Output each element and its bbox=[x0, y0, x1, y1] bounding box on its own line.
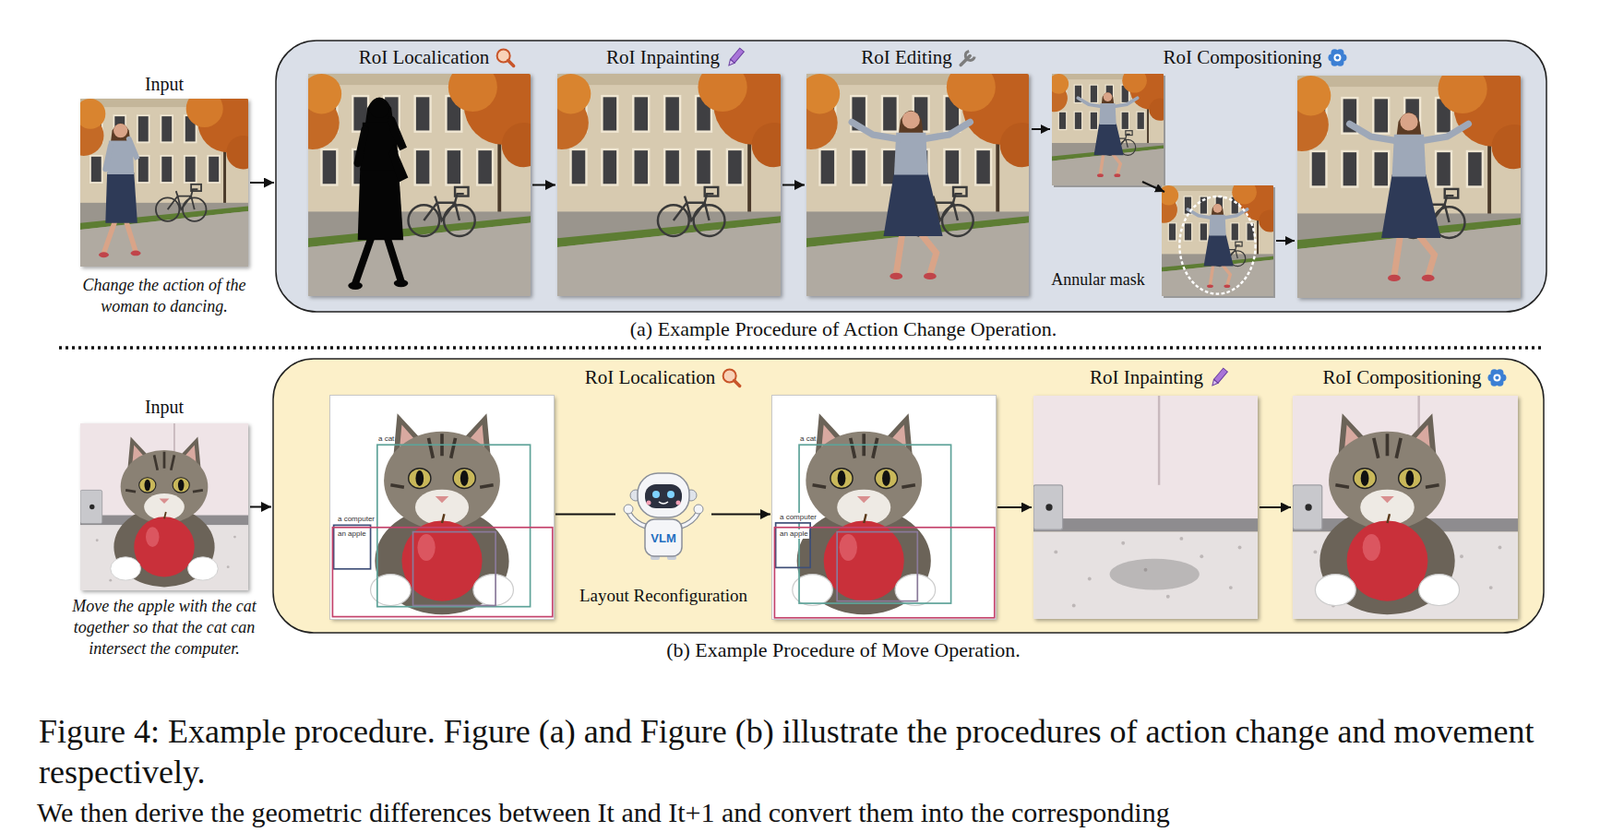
instruction-text: Change the action of the woman to dancin… bbox=[83, 275, 247, 316]
stage-image: RoI Inpainting bbox=[557, 73, 781, 297]
stage-title: RoI Inpainting bbox=[1089, 366, 1204, 390]
vlm-robot: RoI LocalicationVLMLayout Reconfiguratio… bbox=[617, 465, 710, 563]
box-label-holder: an apple bbox=[778, 529, 810, 539]
mag-icon bbox=[719, 366, 742, 389]
box-label: an apple bbox=[337, 529, 367, 538]
stage-heading: RoI Editing bbox=[860, 46, 980, 70]
body-text: We then derive the geometric differences… bbox=[36, 797, 1171, 829]
stage-title: RoI Localication bbox=[358, 46, 490, 70]
composite-thumbnail bbox=[1150, 179, 1282, 297]
crayon-icon bbox=[724, 46, 747, 69]
operation-panel: RoI LocalicationRoI InpaintingRoI Editin… bbox=[275, 40, 1547, 312]
flow-arrow bbox=[1031, 128, 1051, 131]
flow-arrow bbox=[250, 181, 275, 184]
text-holder: (b) Example Procedure of Move Operation. bbox=[666, 638, 1021, 663]
stage-heading: RoI Localication bbox=[585, 366, 743, 390]
flow-arrow bbox=[1142, 181, 1165, 192]
stage-heading: RoI Inpainting bbox=[606, 46, 747, 70]
scene-illustration bbox=[330, 395, 554, 620]
gear-icon bbox=[1326, 46, 1350, 69]
stage-image: RoI Compositioning bbox=[1297, 75, 1521, 299]
input-heading: Input bbox=[144, 73, 184, 96]
stage-image: RoI Editing bbox=[806, 73, 1029, 297]
text-holder: Input bbox=[144, 73, 184, 96]
crayon-icon bbox=[1207, 366, 1230, 389]
stage-title: RoI Compositioning bbox=[1322, 366, 1481, 390]
stage-heading: RoI Localication bbox=[358, 46, 517, 70]
composite-thumbnail bbox=[1040, 68, 1172, 186]
gear-icon bbox=[1486, 366, 1509, 389]
box-label-holder: an apple bbox=[336, 529, 368, 539]
scene-illustration bbox=[806, 73, 1029, 297]
text-holder: Layout Reconfiguration bbox=[579, 585, 748, 607]
robot-illustration bbox=[617, 465, 710, 563]
panel-caption: (a) Example Procedure of Action Change O… bbox=[630, 317, 1057, 342]
wrench-icon bbox=[956, 46, 980, 69]
box-label-holder: a computer bbox=[336, 514, 376, 525]
dotted-separator bbox=[59, 346, 1541, 350]
text-holder: Input bbox=[144, 396, 184, 418]
stage-image: RoI Localication bbox=[308, 73, 531, 297]
text-holder: (a) Example Procedure of Action Change O… bbox=[630, 317, 1057, 342]
scene-illustration bbox=[1292, 395, 1518, 620]
stage-heading: RoI Compositioning bbox=[1162, 46, 1349, 70]
panel-shape bbox=[273, 358, 1544, 633]
box-label: an apple bbox=[779, 529, 809, 538]
mag-icon bbox=[493, 46, 516, 69]
instruction-text: Move the apple with the cat together so … bbox=[71, 597, 256, 658]
flow-arrow bbox=[782, 184, 805, 187]
stage-title: RoI Compositioning bbox=[1162, 46, 1322, 70]
scene-illustration bbox=[1297, 75, 1521, 299]
flow-arrow bbox=[997, 506, 1032, 509]
stage-title: RoI Localication bbox=[585, 366, 717, 390]
stage-title: RoI Inpainting bbox=[606, 46, 720, 70]
layout-image: a cat a computer an apple bbox=[330, 395, 554, 620]
scene-illustration bbox=[80, 98, 249, 267]
scene-illustration bbox=[80, 423, 249, 591]
scene-illustration bbox=[557, 73, 781, 297]
scene-illustration bbox=[308, 73, 531, 297]
panel-shape bbox=[275, 40, 1547, 312]
flow-arrow bbox=[711, 513, 771, 516]
panel-caption: (b) Example Procedure of Move Operation. bbox=[666, 638, 1021, 663]
stage-image: RoI Compositioning bbox=[1292, 395, 1518, 620]
stage-heading: RoI Inpainting bbox=[1089, 366, 1230, 390]
robot-badge: VLM bbox=[650, 531, 676, 546]
box-label-holder: a cat bbox=[377, 434, 395, 444]
scene-illustration bbox=[772, 395, 996, 620]
input-image: InputMove the apple with the cat togethe… bbox=[80, 423, 249, 591]
layout-image: a cat a computer an apple bbox=[772, 395, 996, 620]
box-label: a computer bbox=[337, 514, 375, 524]
box-label: a cat bbox=[378, 434, 395, 443]
flow-arrow bbox=[532, 184, 556, 187]
flow-arrow bbox=[1259, 506, 1291, 509]
stage-image: RoI Inpainting bbox=[1033, 395, 1258, 620]
stage-title: RoI Editing bbox=[860, 46, 953, 70]
scene-illustration bbox=[1033, 395, 1258, 620]
text-holder: Change the action of the woman to dancin… bbox=[65, 274, 264, 318]
stage-heading: RoI Compositioning bbox=[1322, 366, 1508, 390]
robot-caption: Layout Reconfiguration bbox=[579, 585, 748, 607]
box-label: a cat bbox=[800, 434, 816, 443]
flow-arrow bbox=[1276, 239, 1295, 242]
operation-panel: a cata computeran appleRoI LocalicationV… bbox=[273, 358, 1544, 633]
input-heading: Input bbox=[144, 396, 184, 418]
text-holder: VLM bbox=[650, 531, 676, 546]
figure-caption: Figure 4: Example procedure. Figure (a) … bbox=[38, 711, 1571, 793]
box-label-holder: a computer bbox=[778, 513, 818, 523]
flow-arrow bbox=[250, 506, 272, 509]
text-holder: Move the apple with the cat together so … bbox=[56, 596, 274, 660]
input-image: InputChange the action of the woman to d… bbox=[80, 98, 249, 267]
box-label-holder: a cat bbox=[799, 434, 817, 444]
flow-arrow bbox=[555, 513, 616, 516]
mask-label: Annular mask bbox=[1050, 270, 1145, 290]
box-label: a computer bbox=[779, 513, 817, 522]
